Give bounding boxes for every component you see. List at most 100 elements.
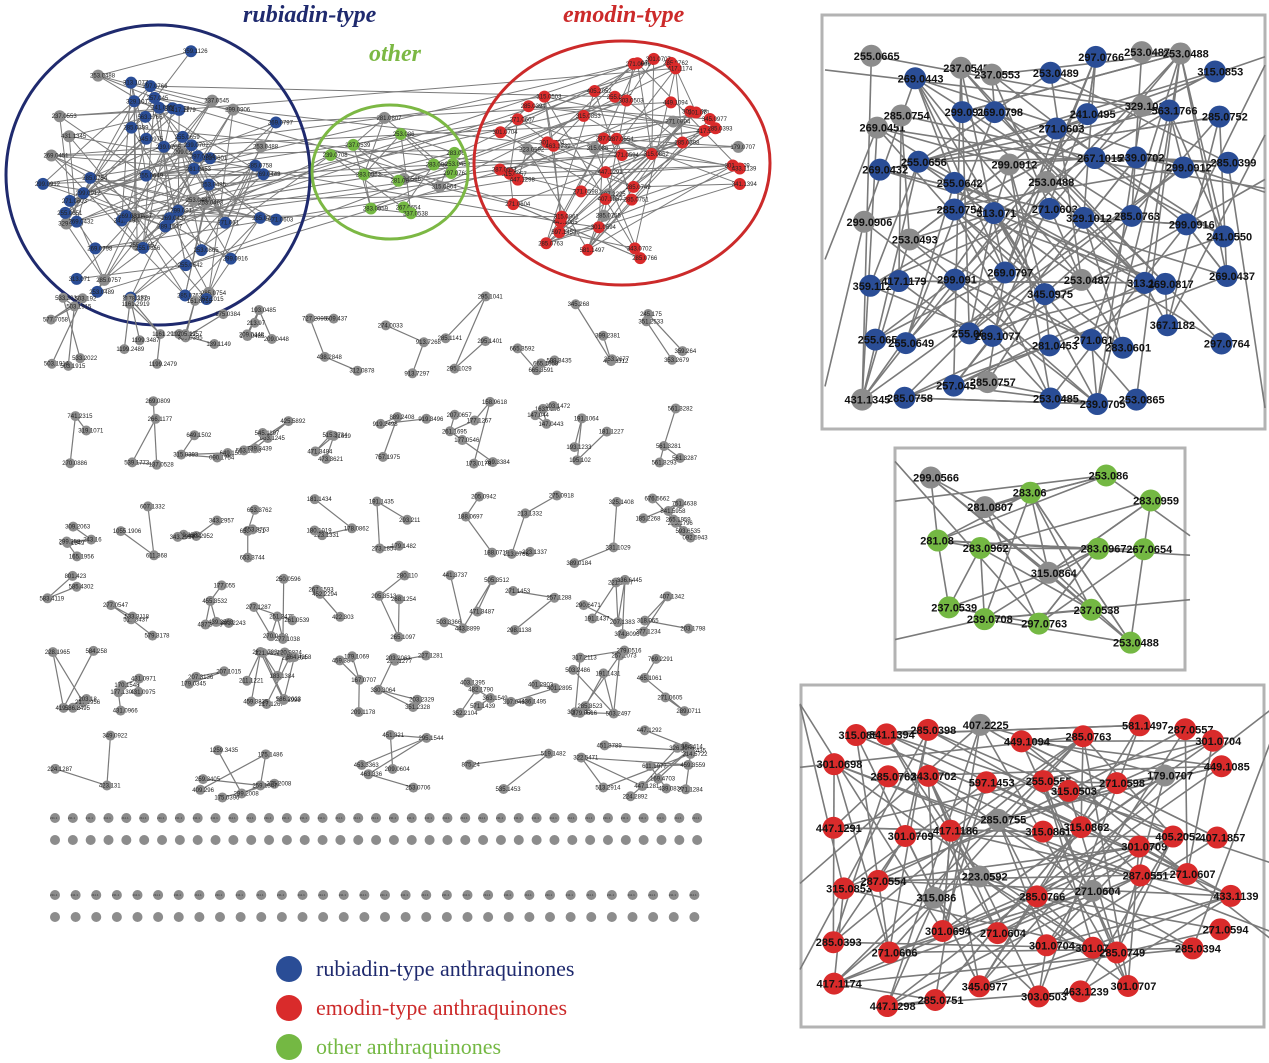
cluster-node-label: 503.3366 bbox=[436, 620, 462, 626]
node-label: 301.0709 bbox=[1121, 841, 1167, 853]
singleton-node bbox=[299, 813, 310, 823]
cluster-node-label: 271.1453 bbox=[505, 589, 531, 595]
overview-edge bbox=[403, 178, 514, 205]
cluster-node-label: 351.2533 bbox=[638, 319, 664, 325]
node-label: 299.0906 bbox=[846, 217, 892, 229]
cluster-node-label: 919.2498 bbox=[373, 422, 399, 428]
cluster-node bbox=[670, 403, 681, 414]
overview-edge bbox=[65, 223, 105, 281]
singleton-node bbox=[441, 890, 452, 900]
overview-edge bbox=[179, 67, 676, 111]
cluster-node bbox=[457, 435, 468, 446]
network-node bbox=[1120, 204, 1143, 227]
cluster-edge bbox=[643, 596, 668, 632]
network-node bbox=[866, 116, 889, 139]
network-edge bbox=[1184, 729, 1189, 875]
cluster-node-label: 185.2268 bbox=[635, 516, 661, 522]
overview-node-label: 239.0708 bbox=[323, 153, 349, 159]
singleton-node-label: 211.1 bbox=[689, 893, 697, 897]
cluster-node bbox=[394, 594, 405, 605]
cluster-node bbox=[58, 292, 69, 303]
overview-node bbox=[92, 69, 105, 82]
singleton-node bbox=[567, 813, 578, 823]
overview-node bbox=[620, 94, 633, 107]
network-edge bbox=[948, 547, 982, 608]
cluster-node-label: 353.2677 bbox=[604, 357, 630, 363]
overview-edge bbox=[145, 175, 194, 201]
cluster-edge bbox=[647, 313, 683, 352]
overview-node-label: 267.1015 bbox=[199, 297, 225, 303]
cluster-edge bbox=[454, 340, 486, 370]
singleton-node bbox=[648, 912, 659, 922]
cluster-node-label: 319.1071 bbox=[78, 429, 104, 435]
cluster-node bbox=[439, 617, 450, 628]
cluster-node bbox=[468, 458, 479, 469]
network-edge bbox=[905, 235, 1225, 344]
singleton-node bbox=[524, 912, 535, 922]
singleton-node bbox=[264, 835, 275, 845]
network-node bbox=[1105, 941, 1128, 964]
network-node bbox=[969, 536, 992, 559]
cluster-node bbox=[63, 360, 74, 371]
network-edge bbox=[918, 70, 1216, 163]
overview-node bbox=[128, 95, 141, 108]
cluster-node-label: 374.8096 bbox=[614, 632, 640, 638]
singleton-node-label: 211.1 bbox=[236, 893, 244, 897]
overview-node bbox=[139, 110, 152, 123]
cluster-node-label: 431.0971 bbox=[131, 677, 157, 683]
cluster-node bbox=[101, 780, 112, 791]
overview-node-label: 301.0694 bbox=[591, 225, 617, 231]
singleton-node-label: 211.1 bbox=[353, 816, 361, 820]
cluster-node bbox=[402, 514, 413, 525]
node-label: 417.1186 bbox=[933, 826, 978, 838]
overview-node-label: 253.0489 bbox=[89, 290, 115, 296]
overview-edge bbox=[69, 157, 211, 202]
overview-node bbox=[176, 130, 189, 143]
singleton-node bbox=[318, 912, 329, 922]
cluster-node-label: 250.0596 bbox=[276, 577, 302, 583]
overview-node-label: 269.0437 bbox=[161, 216, 187, 222]
overview-node-label: 563.1766 bbox=[137, 115, 163, 121]
network-edge bbox=[1068, 728, 1186, 792]
cluster: 593.6535092.5943203.1796841.5958676.5662… bbox=[635, 493, 708, 543]
overview-node bbox=[36, 177, 49, 190]
node-label: 301.0707 bbox=[1110, 981, 1156, 993]
singleton-node bbox=[585, 813, 596, 823]
cluster-node bbox=[371, 496, 382, 507]
cluster-node-label: 177.1305 bbox=[110, 690, 136, 696]
singleton-node bbox=[406, 813, 417, 823]
cluster-edge bbox=[250, 651, 262, 702]
cluster-node bbox=[211, 515, 222, 526]
network-node bbox=[1125, 388, 1148, 411]
overview-node bbox=[445, 167, 458, 180]
cluster-node bbox=[473, 701, 484, 712]
overview-node-label: 269.0443 bbox=[255, 172, 281, 178]
network-node bbox=[949, 56, 972, 79]
cluster-node-label: 175.1486 bbox=[258, 752, 284, 758]
node-label: 285.0393 bbox=[816, 937, 862, 949]
cluster-node-label: 584.258 bbox=[85, 649, 107, 655]
cluster-node bbox=[639, 615, 650, 626]
cluster-node-label: 453.3363 bbox=[354, 763, 380, 769]
cluster-node bbox=[421, 413, 432, 424]
cluster-edge bbox=[246, 651, 261, 681]
node-label: 271.0606 bbox=[872, 947, 918, 959]
network-edge bbox=[984, 547, 1099, 620]
network-edge bbox=[997, 819, 1048, 946]
cluster-edge bbox=[645, 320, 673, 361]
network-node bbox=[1083, 147, 1106, 170]
overview-node bbox=[153, 101, 166, 114]
network-node bbox=[1095, 464, 1118, 487]
overview-node-label: 283.0601 bbox=[202, 156, 228, 162]
cluster-edge bbox=[411, 342, 425, 374]
cluster-node-label: 163.0546 bbox=[535, 407, 561, 413]
cluster-node bbox=[472, 606, 483, 617]
singleton-node-label: 211.1 bbox=[460, 816, 468, 820]
overview-edge bbox=[76, 215, 136, 280]
overview-node bbox=[703, 112, 716, 125]
overview-edge bbox=[130, 82, 147, 139]
cluster-node-label: 439.3568 bbox=[208, 620, 234, 626]
